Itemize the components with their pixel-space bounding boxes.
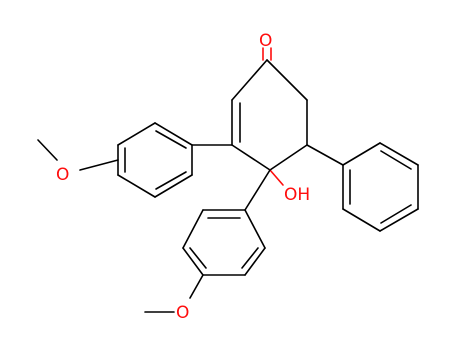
upper-aryl-bond-2: [117, 122, 156, 146]
lower-aryl-bond-5: [244, 247, 266, 276]
hydroxyl-group: OH: [269, 169, 310, 205]
phenyl-bond-5: [342, 208, 381, 232]
upper-aryl-bond-5: [154, 174, 193, 198]
upper-methoxy-oxygen-label: O: [56, 165, 69, 185]
phenyl-bond-4: [379, 208, 419, 232]
lower-aryl-inner-3: [241, 247, 259, 269]
hydroxyl-label: OH: [284, 185, 310, 205]
upper-methoxy-methyl: [37, 139, 58, 161]
phenyl-bond-2: [379, 142, 419, 166]
lower-aryl-to-o: [189, 274, 204, 299]
bond-c4-c5: [269, 144, 308, 171]
ketone-oxygen-label: O: [259, 31, 272, 51]
bond-c1-c2: [231, 59, 268, 101]
cyclohexenone-ring: [231, 59, 308, 171]
bond-c3-c4: [231, 144, 271, 171]
phenyl-inner-2: [380, 204, 412, 224]
upper-aryl-inner-1: [155, 130, 187, 149]
bond-c5-phenyl: [306, 144, 344, 166]
upper-aryl-to-o: [79, 159, 119, 171]
bond-c6-c1: [266, 59, 308, 101]
upper-aryl-bond-4: [117, 174, 156, 198]
lower-aryl-bond-6: [244, 209, 266, 249]
bond-c4-aryl-lower: [244, 169, 271, 211]
ketone-group: O: [259, 31, 272, 61]
phenyl-bond-1: [342, 142, 381, 166]
upper-methoxyphenyl: O: [37, 122, 233, 198]
lower-aryl-bond-3: [182, 247, 204, 276]
lower-aryl-bond-2: [182, 209, 204, 249]
bond-c4-oh: [269, 169, 284, 186]
upper-aryl-bond-1: [154, 122, 193, 146]
upper-aryl-inner-3: [155, 171, 187, 190]
phenyl-inner-1: [380, 150, 412, 170]
lower-methoxy-oxygen-label: O: [176, 303, 189, 323]
lower-methoxyphenyl: O: [144, 169, 271, 323]
phenyl-ring: [306, 142, 419, 232]
lower-aryl-inner-2: [189, 247, 207, 269]
